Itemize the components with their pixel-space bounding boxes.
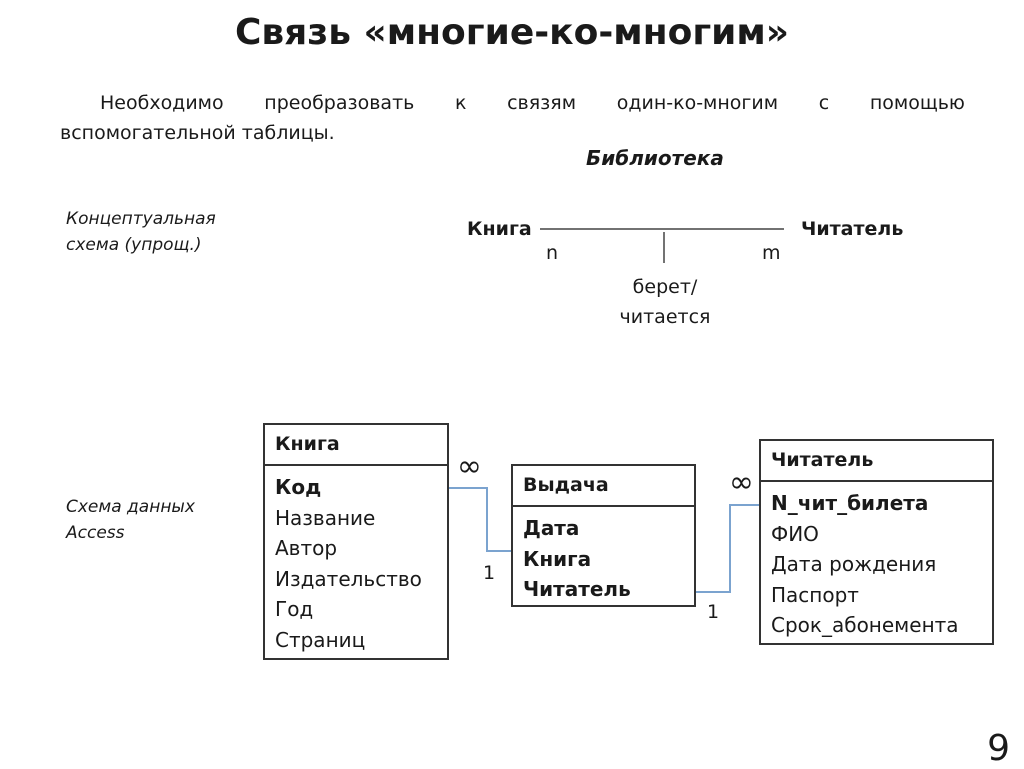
- reader-one-symbol: 1: [707, 601, 720, 623]
- table-book-fields: Код Название Автор Издательство Год Стра…: [265, 466, 447, 659]
- table-reader[interactable]: Читатель N_чит_билета ФИО Дата рождения …: [759, 439, 994, 645]
- intro-word: один-ко-многим: [616, 92, 779, 114]
- table-issue[interactable]: Выдача Дата Книга Читатель: [511, 464, 696, 607]
- intro-line-1: Необходимо преобразовать к связям один-к…: [60, 88, 965, 118]
- table-issue-fields: Дата Книга Читатель: [513, 507, 694, 609]
- intro-word: к: [454, 92, 467, 114]
- table-field-key: Код: [275, 475, 322, 499]
- page-number: 9: [987, 728, 1010, 769]
- table-field-key: Читатель: [523, 577, 631, 601]
- table-field: Название: [275, 505, 376, 530]
- reader-many-symbol: ∞: [729, 465, 754, 500]
- table-book-title: Книга: [265, 425, 447, 466]
- intro-paragraph: Необходимо преобразовать к связям один-к…: [60, 88, 965, 148]
- table-field: Срок_абонемента: [771, 613, 959, 637]
- book-one-symbol: 1: [483, 562, 496, 584]
- table-issue-title: Выдача: [513, 466, 694, 507]
- table-field-key: Книга: [523, 546, 592, 571]
- table-reader-fields: N_чит_билета ФИО Дата рождения Паспорт С…: [761, 482, 992, 645]
- table-field: Паспорт: [771, 582, 859, 607]
- relation-label-line-1: берет/: [632, 276, 698, 298]
- conceptual-entity-book: Книга: [467, 218, 532, 240]
- table-field-key: Дата: [523, 516, 580, 540]
- book-many-symbol: ∞: [457, 449, 482, 484]
- table-field: ФИО: [771, 521, 819, 546]
- table-field: Автор: [275, 536, 338, 560]
- access-label-line-1: Схема данных: [66, 497, 195, 517]
- relation-label-line-2: читается: [619, 306, 711, 328]
- table-field: Дата рождения: [771, 552, 937, 576]
- conceptual-label-line-1: Концептуальная: [66, 209, 216, 229]
- access-label: Схема данных Access: [66, 494, 195, 546]
- table-field: Страниц: [275, 627, 366, 652]
- relation-label: берет/ читается: [600, 272, 730, 332]
- conceptual-label: Концептуальная схема (упрощ.): [66, 206, 216, 258]
- intro-word: с: [818, 92, 830, 114]
- conceptual-entity-reader: Читатель: [801, 218, 904, 240]
- table-book[interactable]: Книга Код Название Автор Издательство Го…: [263, 423, 449, 660]
- link-reader-issue: [695, 504, 760, 593]
- link-book-issue: [449, 487, 511, 552]
- intro-line-2: вспомогательной таблицы.: [60, 122, 335, 144]
- table-field-key: N_чит_билета: [771, 491, 929, 515]
- intro-word: Необходимо: [100, 92, 224, 114]
- library-title: Библиотека: [586, 146, 724, 170]
- intro-word: связям: [507, 92, 577, 114]
- intro-word: помощью: [869, 92, 965, 114]
- table-reader-title: Читатель: [761, 441, 992, 482]
- cardinality-n: n: [546, 242, 559, 264]
- table-field: Издательство: [275, 566, 422, 591]
- conceptual-label-line-2: схема (упрощ.): [66, 235, 202, 255]
- cardinality-m: m: [762, 242, 781, 264]
- intro-word: преобразовать: [264, 92, 415, 114]
- slide-title: Связь «многие-ко-многим»: [234, 12, 790, 53]
- table-field: Год: [275, 597, 314, 621]
- access-label-line-2: Access: [66, 523, 125, 543]
